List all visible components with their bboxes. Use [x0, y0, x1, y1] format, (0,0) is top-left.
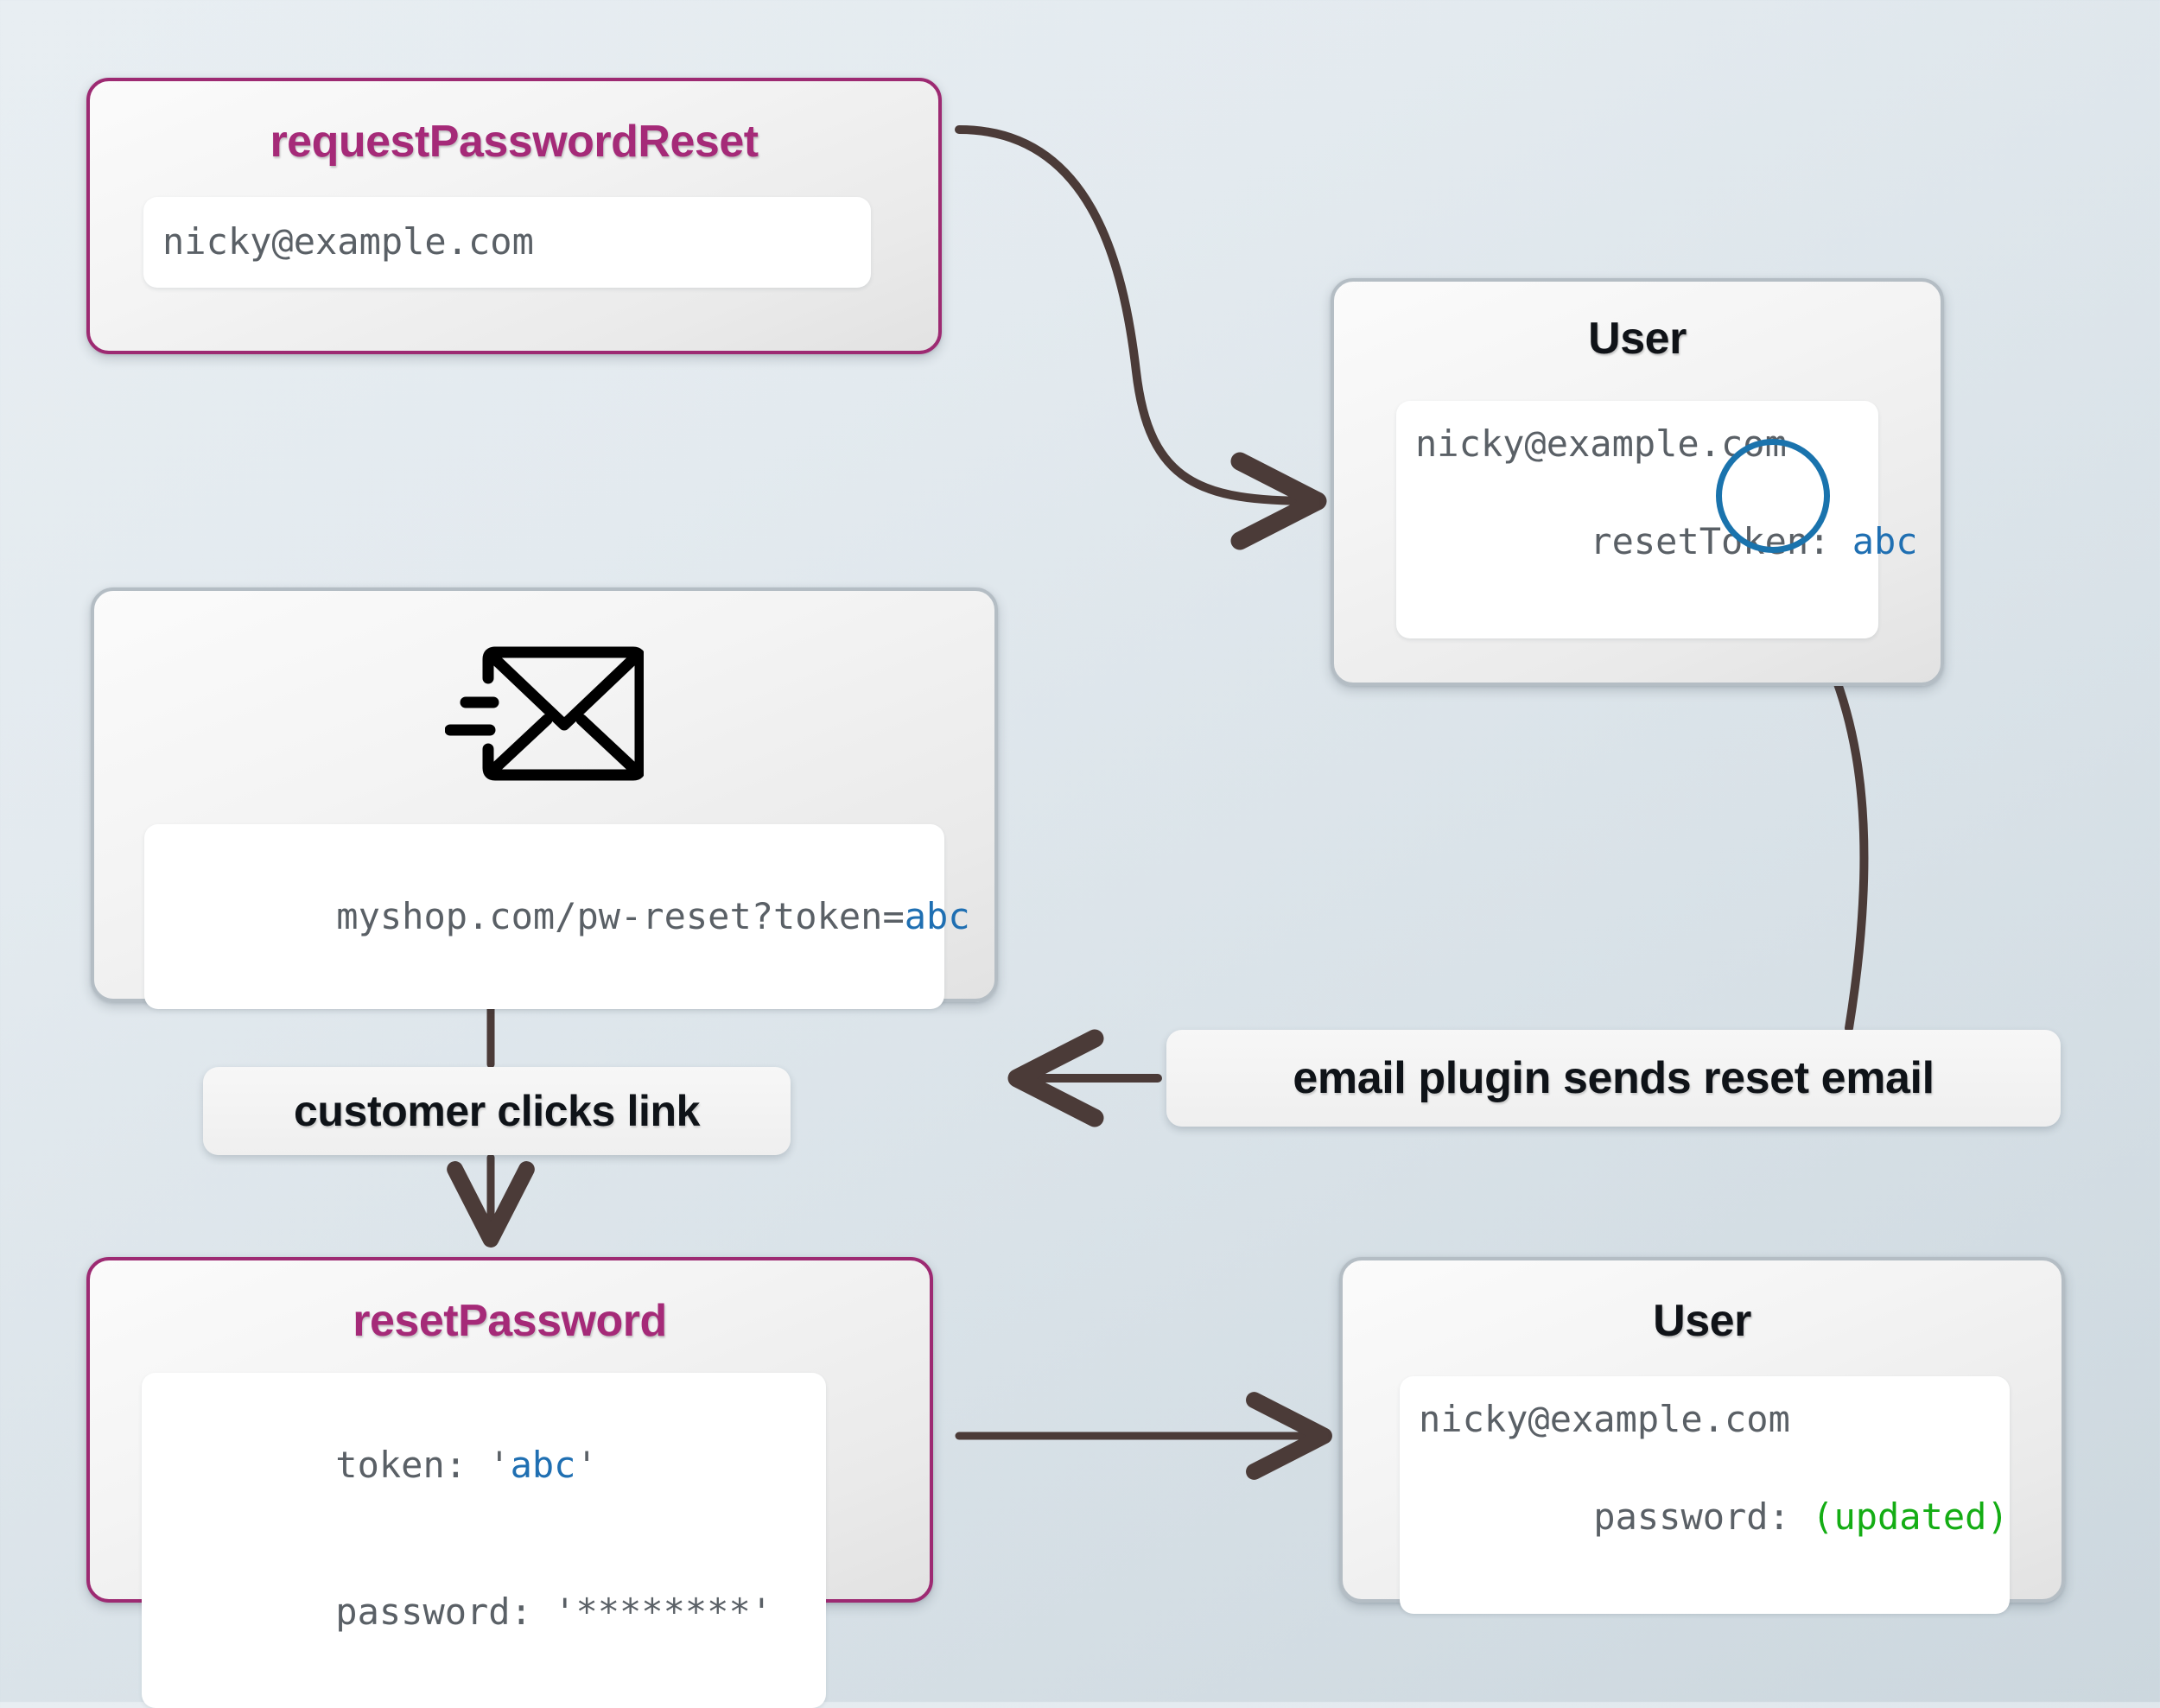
node-email-message[interactable]: myshop.com/pw-reset?token=abc — [91, 587, 998, 1010]
field-token-value: abc — [510, 1443, 576, 1486]
edge-request-to-user — [955, 125, 1327, 550]
edge-label-customer-clicks-text: customer clicks link — [293, 1087, 700, 1135]
panel-request-password-reset: nicky@example.com — [143, 197, 871, 288]
field-reset-token: resetToken: abc — [1415, 469, 1917, 616]
node-title-reset-password: resetPassword — [353, 1296, 667, 1346]
field-updated-email: nicky@example.com — [1419, 1398, 1790, 1440]
edge-label-email-plugin: email plugin sends reset email — [1166, 1030, 2061, 1127]
field-updated-password-label: password: — [1593, 1495, 1790, 1539]
node-reset-password[interactable]: resetPassword token: 'abc' password: '**… — [86, 1257, 933, 1708]
field-token-label: token: — [335, 1443, 467, 1486]
panel-email-link: myshop.com/pw-reset?token=abc — [144, 824, 970, 1010]
field-updated-password-value: (updated) — [1789, 1495, 2009, 1539]
field-password-value: '********' — [531, 1590, 773, 1633]
field-token: token: 'abc' — [335, 1443, 598, 1486]
field-user-email: nicky@example.com — [1415, 422, 1787, 465]
node-title-user-token: User — [1588, 314, 1687, 364]
field-email: nicky@example.com — [162, 220, 534, 263]
panel-user-token: nicky@example.com resetToken: abc — [1396, 401, 1918, 638]
node-user-updated[interactable]: User nicky@example.com password: (update… — [1339, 1257, 2065, 1614]
field-password-label: password: — [335, 1590, 532, 1633]
node-user-token[interactable]: User nicky@example.com resetToken: abc — [1331, 278, 1944, 686]
node-title-user-updated: User — [1653, 1296, 1751, 1346]
field-reset-token-label: resetToken: — [1590, 520, 1831, 563]
field-reset-token-value: abc — [1830, 520, 1918, 563]
panel-reset-password: token: 'abc' password: '********' — [142, 1373, 826, 1708]
field-reset-url-token: abc — [904, 894, 970, 937]
edge-label-customer-clicks: customer clicks link — [203, 1067, 791, 1155]
send-envelope-icon — [94, 636, 994, 791]
field-password: password: '********' — [161, 1539, 807, 1686]
field-reset-url: myshop.com/pw-reset?token=abc — [162, 843, 969, 990]
field-updated-password: password: (updated) — [1419, 1444, 2008, 1591]
node-request-password-reset[interactable]: requestPasswordReset nicky@example.com — [86, 78, 942, 354]
node-title-request-password-reset: requestPasswordReset — [270, 117, 759, 167]
field-reset-url-prefix: myshop.com/pw-reset?token= — [336, 894, 905, 937]
panel-user-updated: nicky@example.com password: (updated) — [1400, 1376, 2010, 1614]
edge-label-email-plugin-text: email plugin sends reset email — [1293, 1053, 1934, 1103]
